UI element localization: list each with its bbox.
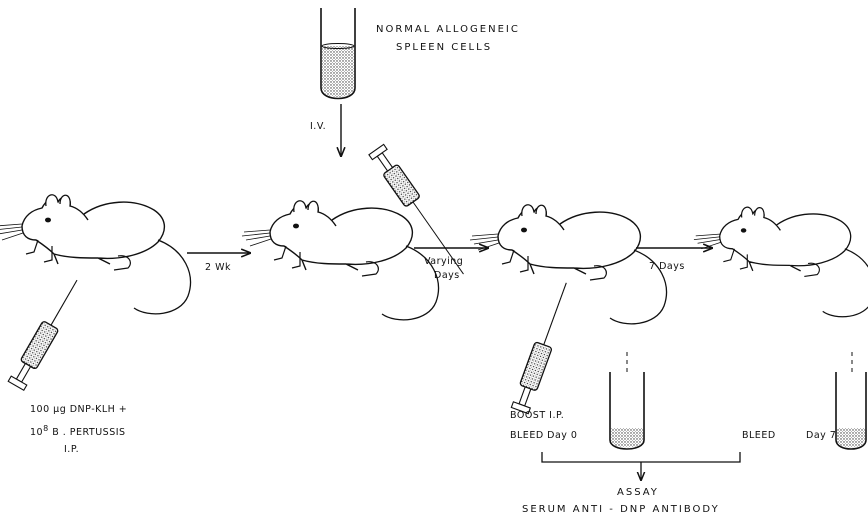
mouse-4-illustration bbox=[694, 207, 868, 317]
syringe-1-icon bbox=[8, 276, 85, 391]
assay-bracket bbox=[542, 452, 740, 480]
arrow-varying-label-line1: Varying bbox=[424, 256, 463, 267]
mouse-2-illustration bbox=[242, 201, 438, 320]
mouse-1-illustration bbox=[0, 195, 190, 314]
immunization-line1: 100 µg DNP-KLH + bbox=[30, 404, 127, 415]
bleed-day0-label: BLEED Day 0 bbox=[510, 430, 577, 441]
blood-tube-2-icon bbox=[836, 352, 866, 449]
spleen-cell-tube bbox=[321, 8, 355, 99]
boost-label: BOOST I.P. bbox=[510, 410, 564, 421]
mouse-3-illustration bbox=[470, 205, 666, 324]
assay-label: ASSAY bbox=[617, 487, 659, 498]
syringe-3-icon bbox=[511, 280, 574, 414]
immunization-line3: I.P. bbox=[64, 444, 79, 455]
bleed-day7-label: Day 7 bbox=[806, 430, 836, 441]
blood-tube-1-icon bbox=[610, 352, 644, 449]
immunization-line2: 108 B . PERTUSSIS bbox=[30, 424, 126, 438]
arrow-2wk-label: 2 Wk bbox=[205, 262, 231, 273]
spleen-cells-label-line1: NORMAL ALLOGENEIC bbox=[376, 24, 520, 35]
bleed-label: BLEED bbox=[742, 430, 776, 441]
arrow-varying-label-line2: Days bbox=[434, 270, 460, 281]
assay-serum-label: SERUM ANTI - DNP ANTIBODY bbox=[522, 504, 720, 515]
iv-route-label: I.V. bbox=[310, 121, 326, 132]
arrow-7-days-label: 7 Days bbox=[649, 261, 685, 272]
spleen-cells-label-line2: SPLEEN CELLS bbox=[396, 42, 492, 53]
